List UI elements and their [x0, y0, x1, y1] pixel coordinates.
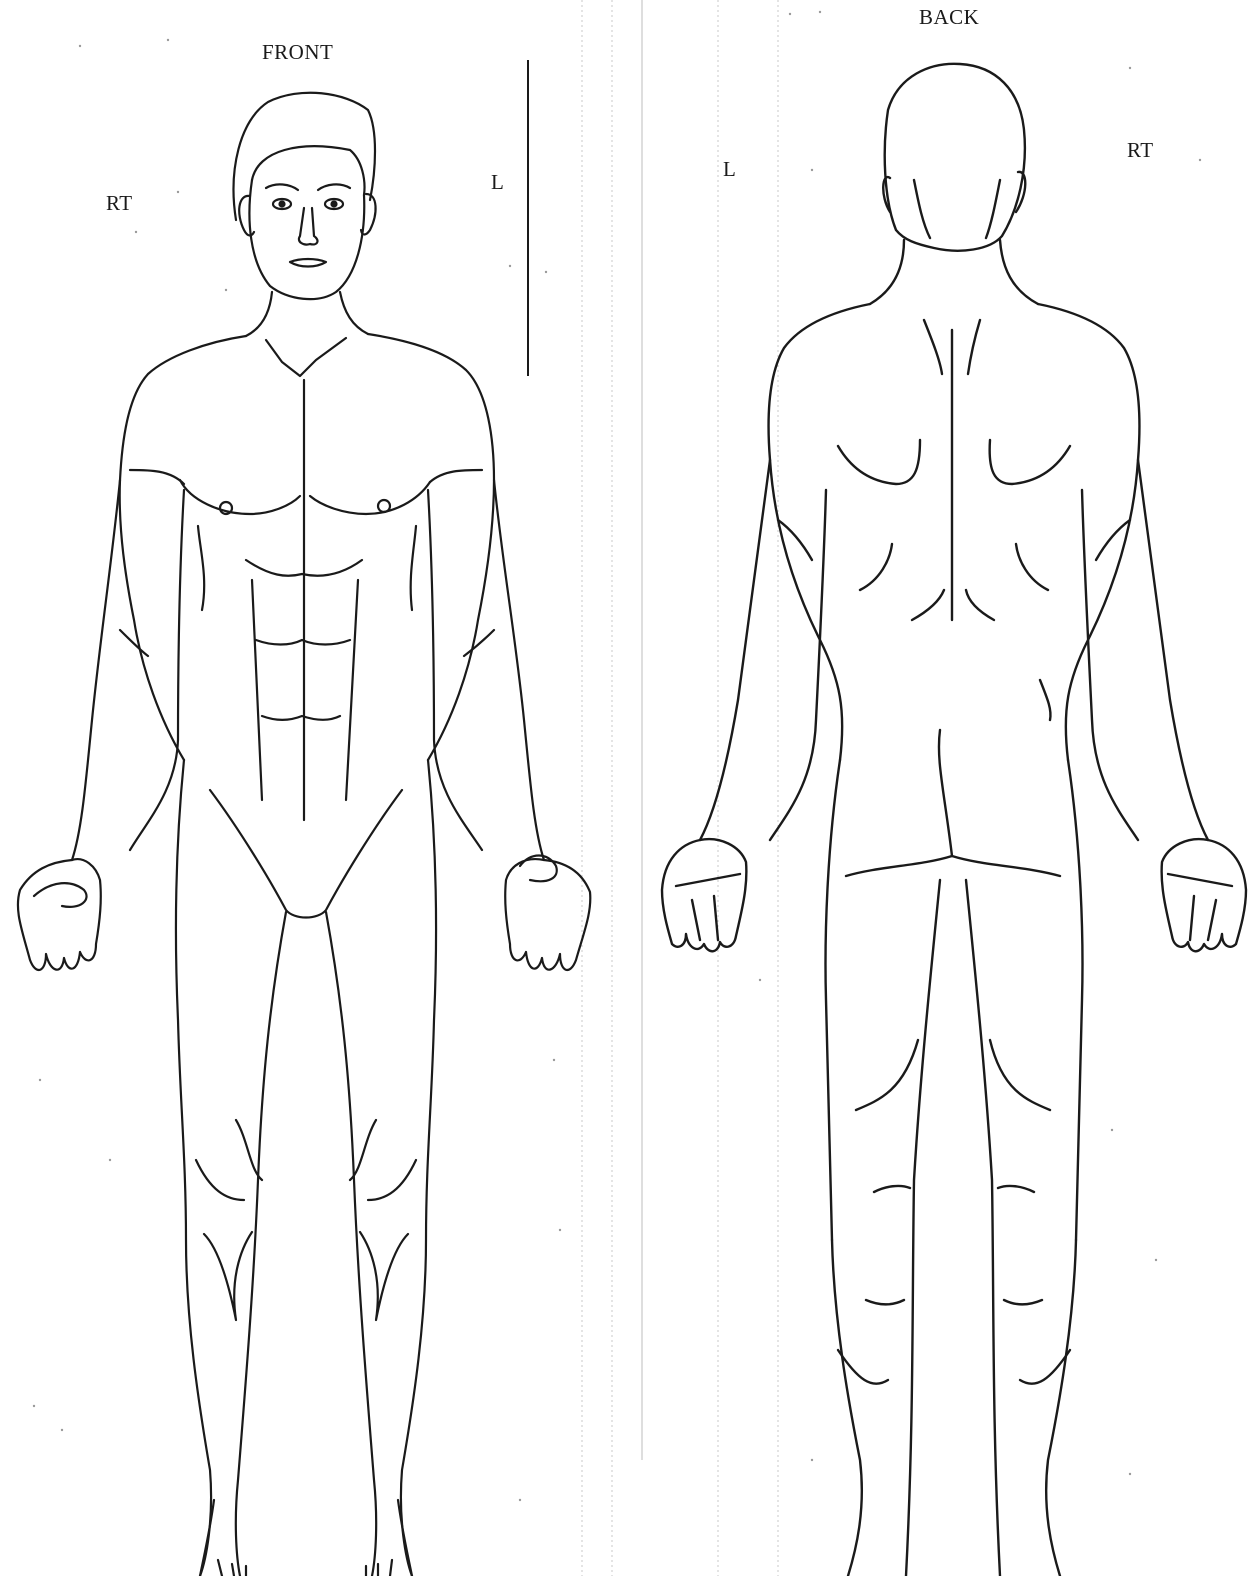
front-groin — [210, 790, 402, 918]
back-arm-left — [700, 460, 770, 840]
scan-speckles — [33, 11, 1201, 1501]
front-view-title: FRONT — [262, 40, 333, 65]
front-knee-right — [196, 1160, 252, 1320]
front-right-side-label: RT — [106, 191, 133, 216]
back-scapula-right — [990, 440, 1070, 484]
front-mouth — [290, 259, 326, 267]
front-pec-left — [310, 482, 430, 514]
front-knee-left — [360, 1160, 416, 1320]
back-head — [885, 64, 1025, 251]
front-torso-outline — [120, 336, 246, 760]
front-brow-right — [266, 184, 298, 190]
front-arm-left — [494, 480, 544, 860]
back-left-side-label: L — [723, 157, 736, 182]
back-knee-left — [856, 1040, 918, 1305]
back-knee-right — [990, 1040, 1050, 1305]
back-hand-right — [1162, 839, 1246, 951]
front-arm-right — [72, 480, 120, 860]
front-left-side-label: L — [491, 170, 504, 195]
back-leg-left — [832, 1240, 862, 1576]
front-nose — [299, 208, 318, 245]
front-hand-right — [18, 859, 101, 970]
front-brow-left — [318, 184, 350, 190]
back-right-side-label: RT — [1127, 138, 1154, 163]
front-hand-left — [505, 859, 590, 970]
front-ear-right — [239, 196, 254, 236]
back-arm-right — [1138, 460, 1208, 840]
center-fold-lines — [582, 0, 778, 1576]
back-body-figure — [662, 64, 1246, 1576]
back-view-title: BACK — [919, 5, 979, 30]
front-face — [249, 180, 364, 299]
back-torso-outline — [769, 304, 870, 760]
back-scapula-left — [838, 440, 920, 484]
front-hair — [234, 93, 375, 220]
front-leg-right — [176, 760, 211, 1576]
front-pec-right — [180, 480, 300, 514]
back-hand-left — [662, 839, 746, 951]
back-gluteal-line — [846, 856, 1060, 876]
back-leg-right — [1046, 1240, 1076, 1576]
front-body-figure — [18, 93, 590, 1576]
